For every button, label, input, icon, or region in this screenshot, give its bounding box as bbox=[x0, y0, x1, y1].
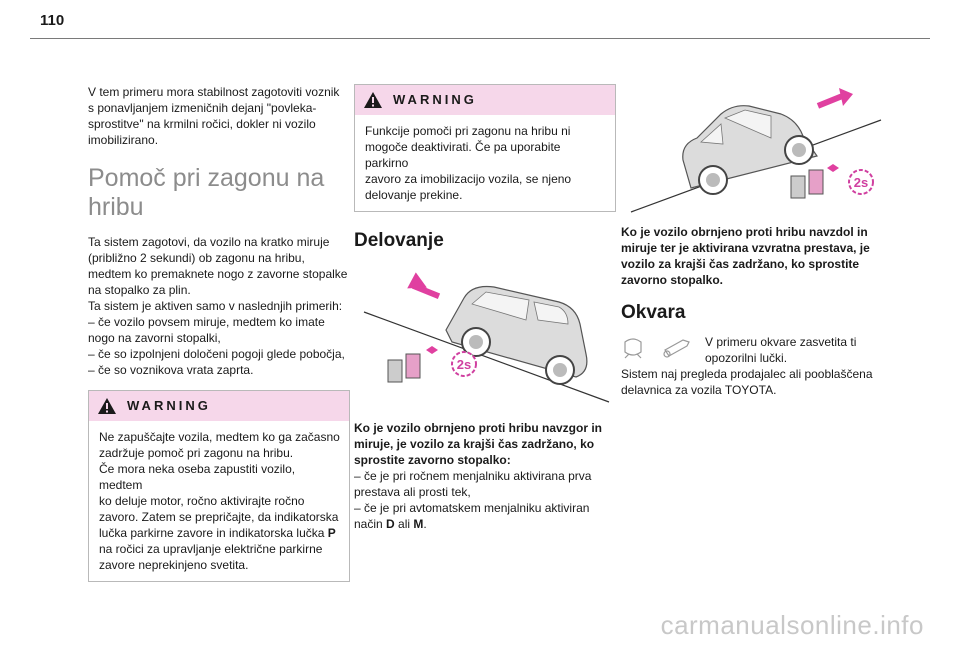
warning-box-2: WARNING Funkcije pomoči pri zagonu na hr… bbox=[354, 84, 616, 212]
downhill-caption: Ko je vozilo obrnjeno proti hribu navzdo… bbox=[621, 225, 870, 287]
arrow-icon bbox=[407, 272, 441, 300]
uphill-caption: Ko je vozilo obrnjeno proti hribu navzgo… bbox=[354, 421, 602, 467]
column-1: V tem primeru mora stabilnost zagotoviti… bbox=[88, 84, 350, 582]
section-heading-fault: Okvara bbox=[621, 302, 686, 323]
fault-text-continued: Sistem naj pregleda prodajalec ali poobl… bbox=[621, 367, 873, 397]
warning-text: Funkcije pomoči pri zagonu na hribu ni m… bbox=[365, 124, 572, 202]
intro-paragraph: V tem primeru mora stabilnost zagotoviti… bbox=[88, 85, 340, 147]
brake-pedal-icon bbox=[387, 346, 438, 383]
column-2: WARNING Funkcije pomoči pri zagonu na hr… bbox=[354, 84, 616, 532]
timer-label: 2s bbox=[854, 175, 868, 190]
arrow-icon bbox=[816, 88, 853, 109]
section-heading-operation: Delovanje bbox=[354, 230, 444, 251]
page-number: 110 bbox=[40, 12, 65, 29]
watermark: carmanualsonline.info bbox=[660, 610, 924, 640]
section-heading-hill-start: Pomoč pri zagonu na hribu bbox=[88, 164, 325, 221]
warning-header: WARNING bbox=[355, 85, 615, 115]
warning-title: WARNING bbox=[127, 398, 211, 413]
warning-lamps-icon bbox=[624, 338, 690, 359]
column-3: 2s Ko je vozilo obrnjeno proti hribu nav… bbox=[621, 84, 883, 398]
fault-text: V primeru okvare zasvetita ti opozorilni… bbox=[705, 335, 857, 365]
uphill-conditions: – če je pri ročnem menjalniku aktivirana… bbox=[354, 469, 592, 531]
warning-title: WARNING bbox=[393, 92, 477, 107]
downhill-car-illustration: 2s bbox=[630, 88, 882, 213]
warning-triangle-icon bbox=[98, 398, 116, 414]
brake-pedal-icon bbox=[790, 164, 839, 199]
fault-row: V primeru okvare zasvetita ti opozorilni… bbox=[621, 334, 883, 366]
warning-header: WARNING bbox=[89, 391, 349, 421]
warning-box-1: WARNING Ne zapuščajte vozila, medtem ko … bbox=[88, 390, 350, 582]
header-rule bbox=[30, 38, 930, 39]
uphill-car-illustration: 2s bbox=[363, 272, 610, 403]
timer-label: 2s bbox=[457, 357, 471, 372]
warning-text: Ne zapuščajte vozila, medtem ko ga začas… bbox=[99, 430, 340, 572]
hill-start-body: Ta sistem zagotovi, da vozilo na kratko … bbox=[88, 235, 348, 377]
warning-triangle-icon bbox=[364, 92, 382, 108]
